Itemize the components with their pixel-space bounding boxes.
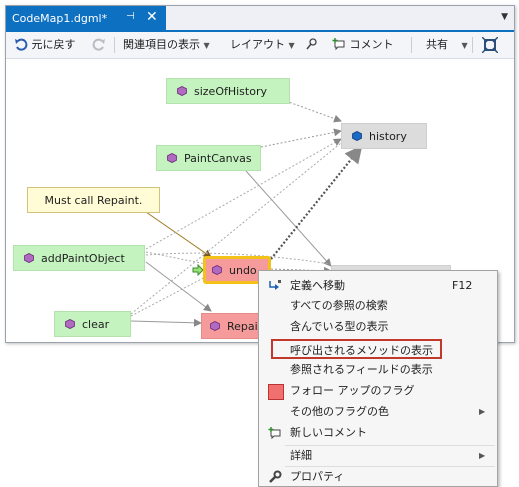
node-label: history [369,129,407,143]
submenu-arrow-icon: ▶ [479,407,486,416]
method-icon [167,153,177,163]
layout-button[interactable]: レイアウト ▼ [230,37,295,53]
redo-button[interactable] [92,37,106,53]
menu-item-other-flag-colors[interactable]: その他のフラグの色 ▶ [259,402,497,422]
tab-bar: CodeMap1.dgml* ⊣ ✕ ▼ [6,6,514,32]
node-addpaintobject[interactable]: addPaintObject [13,245,145,271]
search-graph-button[interactable] [304,37,318,53]
find-icon [306,38,317,50]
menu-separator [285,445,495,446]
menu-item-properties[interactable]: プロパティ [259,467,497,487]
edge-undo-history [270,145,363,260]
go-to-definition-icon [269,280,281,290]
node-label: Repain [227,319,265,333]
comment-note[interactable]: Must call Repaint. [27,187,160,213]
menu-label: 新しいコメント [290,426,367,439]
comment-label: コメント [349,38,394,51]
undo-label: 元に戻す [31,38,76,51]
edge-sizeofhistory-history [285,100,342,123]
menu-shortcut: F12 [452,279,473,292]
node-clear[interactable]: clear [54,311,131,337]
method-icon [212,265,222,275]
field-icon [352,131,362,141]
edge-comment-undo [145,211,212,258]
node-label: sizeOfHistory [194,84,267,98]
menu-item-flag-for-follow-up[interactable]: フォロー アップのフラグ [259,381,497,401]
layout-label: レイアウト [230,38,285,51]
menu-label: その他のフラグの色 [290,405,389,418]
edge-addpaintobject-repaint [145,261,212,312]
code-map-window: CodeMap1.dgml* ⊣ ✕ ▼ 元に戻す 関連項目の表示 ▼ レイアウ… [5,5,515,343]
comment-text: Must call Repaint. [44,193,143,207]
node-label: addPaintObject [41,251,125,265]
chevron-down-icon: ▼ [288,41,295,50]
node-history[interactable]: history [341,123,427,149]
menu-label: 参照されるフィールドの表示 [290,363,433,376]
pin-icon[interactable]: ⊣ [126,11,135,22]
show-related-button[interactable]: 関連項目の表示 ▼ [123,37,210,53]
fit-to-window-button[interactable] [481,36,499,54]
show-related-label: 関連項目の表示 [123,38,200,51]
menu-item-new-comment[interactable]: 新しいコメント [259,423,497,443]
graph-edges [130,100,363,327]
close-icon[interactable]: ✕ [146,9,158,25]
menu-label: 呼び出されるメソッドの表示 [290,344,433,357]
comment-plus-icon [268,427,281,440]
redo-arrow-icon [92,38,105,51]
method-icon [65,319,75,329]
menu-label: 定義へ移動 [290,279,345,292]
edge-addpaintobject-history [145,138,342,250]
node-label: clear [82,317,110,331]
chevron-down-icon: ▼ [203,41,210,50]
undo-arrow-icon [15,38,28,51]
fit-icon [481,36,499,54]
submenu-arrow-icon: ▶ [479,451,486,460]
menu-label: プロパティ [290,470,345,483]
chevron-down-icon: ▼ [461,41,468,50]
menu-item-advanced[interactable]: 詳細 ▶ [259,446,497,466]
wrench-icon [269,470,282,483]
tab-title: CodeMap1.dgml* [12,11,108,25]
context-menu: 定義へ移動 F12 すべての参照の検索 含んでいる型の表示 呼び出されるメソッド… [258,270,498,487]
share-button[interactable]: 共有 ▼ [426,37,468,53]
undo-button[interactable]: 元に戻す [14,37,76,53]
toolbar-separator [472,37,473,53]
menu-item-show-methods-called[interactable]: 呼び出されるメソッドの表示 [259,341,497,361]
method-icon [24,253,34,263]
entry-arrow-icon [192,264,204,276]
menu-label: 含んでいる型の表示 [290,320,389,333]
menu-item-find-all-references[interactable]: すべての参照の検索 [259,296,497,316]
toolbar-separator [114,37,115,53]
menu-label: フォロー アップのフラグ [290,384,415,397]
menu-item-go-to-definition[interactable]: 定義へ移動 F12 [259,276,497,296]
edge-paintcanvas-history [260,128,342,148]
share-label: 共有 [426,38,448,51]
menu-item-show-containing-type[interactable]: 含んでいる型の表示 [259,317,497,337]
toolbar-separator [411,37,412,53]
edge-addpaintobject-right [145,252,332,265]
tab-dropdown-icon[interactable]: ▼ [501,12,508,22]
field-icon [177,86,187,96]
highlight-box [271,339,442,359]
node-label: undo [229,263,257,277]
flag-color-icon [268,384,284,400]
comment-button[interactable]: コメント [332,37,394,53]
edge-paintcanvas-repaint [245,170,332,267]
node-sizeofhistory[interactable]: sizeOfHistory [166,78,290,104]
edge-clear-repaint [130,318,202,327]
edge-clear-history [130,142,342,315]
menu-item-show-fields-referenced[interactable]: 参照されるフィールドの表示 [259,360,497,380]
menu-label: 詳細 [290,449,312,462]
edge-addpaintobject-undo [145,251,212,266]
method-icon [210,321,220,331]
node-paintcanvas[interactable]: PaintCanvas [156,145,261,171]
menu-separator [285,466,495,467]
menu-label: すべての参照の検索 [290,299,388,312]
comment-plus-icon [332,38,345,51]
edge-clear-undo [130,273,212,317]
node-label: PaintCanvas [184,151,252,165]
tab-codemap[interactable]: CodeMap1.dgml* ⊣ ✕ [6,6,166,30]
toolbar: 元に戻す 関連項目の表示 ▼ レイアウト ▼ コメント 共有 ▼ [6,32,514,59]
